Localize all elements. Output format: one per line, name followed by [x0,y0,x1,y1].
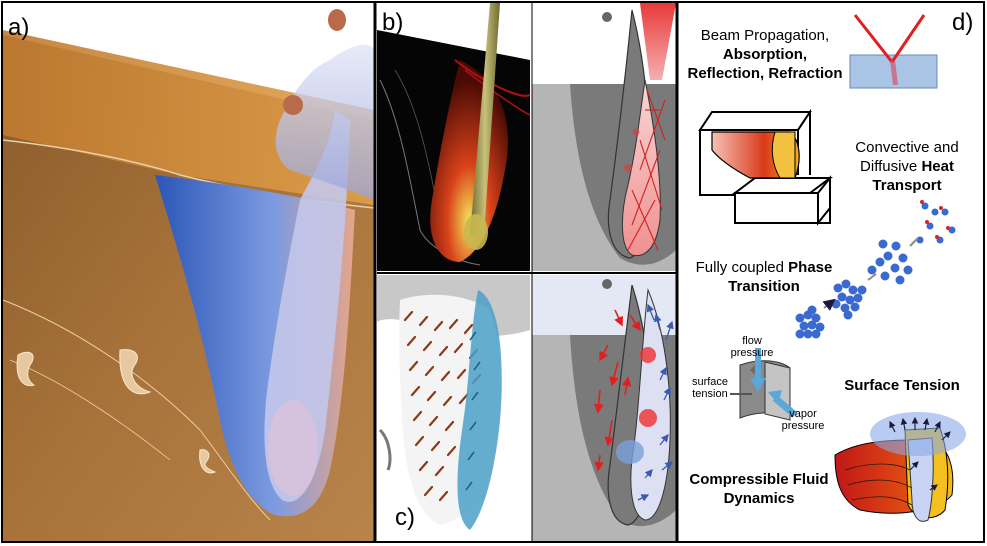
flow-pressure-label: flow pressure [730,335,774,359]
surface-line2: tension [692,388,728,400]
surface-tension-label: surface tension [688,376,732,400]
panel-label-d: d) [952,9,974,36]
phase-line1-bold: Phase [788,259,833,276]
surface-title: Surface Tension [844,377,960,394]
fluid-line1: Compressible Fluid [689,471,829,488]
heat-line3: Transport [872,177,942,194]
heat-line2-bold: Heat [921,158,954,175]
panel-label-a: a) [8,14,30,41]
panel-d-graphic [678,3,984,541]
heat-line2-pre: Diffusive [860,158,922,175]
panel-c-right-graphic [532,275,676,541]
fluid-line2: Dynamics [723,490,795,507]
panel-b-right-graphic [532,3,676,271]
phase-line1-pre: Fully coupled [695,259,789,276]
surface-line1: surface [691,376,729,388]
vapor-line2: pressure [781,420,825,432]
panel-c-left-graphic [377,275,530,541]
flow-line2: pressure [730,347,774,359]
phase-line2: Transition [728,278,800,295]
vapor-pressure-label: vapor pressure [778,408,828,432]
panel-a-graphic [2,3,375,541]
beam-line1: Beam Propagation, [700,27,830,44]
flow-line1: flow [742,335,762,347]
heat-text-block: Convective and Diffusive Heat Transport [834,138,980,195]
panel-b-left-graphic [377,3,531,271]
beam-text-block: Beam Propagation, Absorption, Reflection… [680,26,850,83]
panel-label-b: b) [382,9,404,36]
fluid-text-block: Compressible Fluid Dynamics [684,470,834,508]
beam-line2: Absorption, [722,46,808,63]
heat-line1: Convective and [855,139,959,156]
panel-label-c: c) [395,504,415,531]
vapor-line1: vapor [789,408,817,420]
phase-text-block: Fully coupled Phase Transition [684,258,844,296]
beam-line3: Reflection, Refraction [687,65,843,82]
